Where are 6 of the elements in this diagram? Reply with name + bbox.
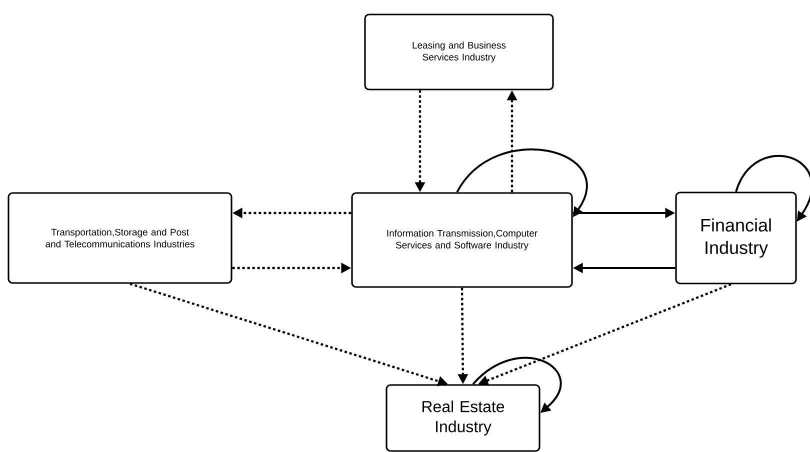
industry-box: Leasing and Business Services Industry: [364, 14, 554, 90]
industry-box: Financial Industry: [675, 192, 797, 284]
industry-box: Transportation,Storage and Post and Telecommunications Industries: [8, 192, 232, 284]
industry-box: Information Transmission,Computer Services and Software Industry: [351, 192, 573, 288]
arrow: [472, 356, 562, 413]
industry-box: Real Estate Industry: [386, 384, 540, 452]
